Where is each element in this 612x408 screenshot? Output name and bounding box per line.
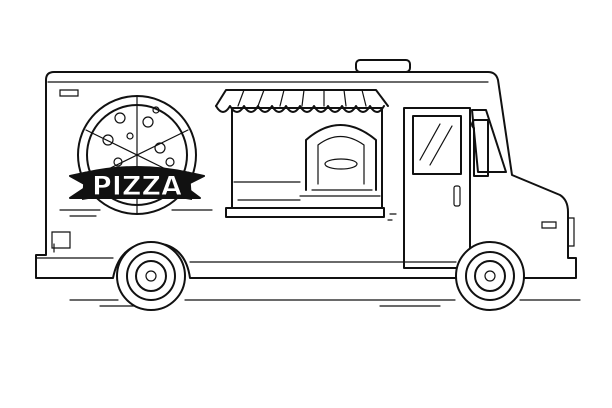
serving-window xyxy=(215,89,397,221)
front-wheel xyxy=(455,241,525,311)
ground-lines xyxy=(69,299,581,307)
cab-door xyxy=(403,107,507,269)
logo-text: PIZZA xyxy=(92,171,182,202)
rear-wheel xyxy=(116,241,186,311)
roof-vent xyxy=(355,59,411,73)
pizza-logo: PIZZA xyxy=(59,95,213,217)
